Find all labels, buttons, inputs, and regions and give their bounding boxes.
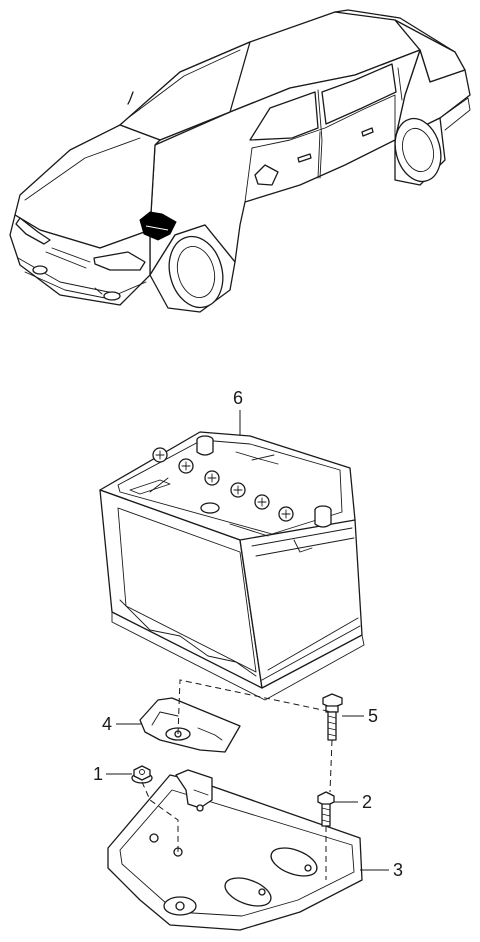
callout-1: 1 xyxy=(93,764,103,784)
battery xyxy=(99,431,365,701)
flange-nut xyxy=(131,765,153,784)
assembly-lines xyxy=(141,679,333,880)
bolt-long xyxy=(322,693,343,741)
bolt-short xyxy=(317,791,335,827)
hold-down-clamp xyxy=(139,697,241,753)
car-illustration xyxy=(9,9,471,313)
vent-caps xyxy=(152,447,294,522)
terminal-positive xyxy=(196,435,214,456)
callout-2: 2 xyxy=(362,792,372,812)
battery-location-marker xyxy=(139,211,177,241)
callout-3: 3 xyxy=(393,860,403,880)
terminal-negative xyxy=(314,505,332,528)
callout-5: 5 xyxy=(368,706,378,726)
callout-4: 4 xyxy=(102,714,112,734)
callout-labels: 6 5 4 1 2 3 xyxy=(93,388,403,880)
callout-6: 6 xyxy=(233,388,243,408)
battery-tray xyxy=(107,769,363,931)
